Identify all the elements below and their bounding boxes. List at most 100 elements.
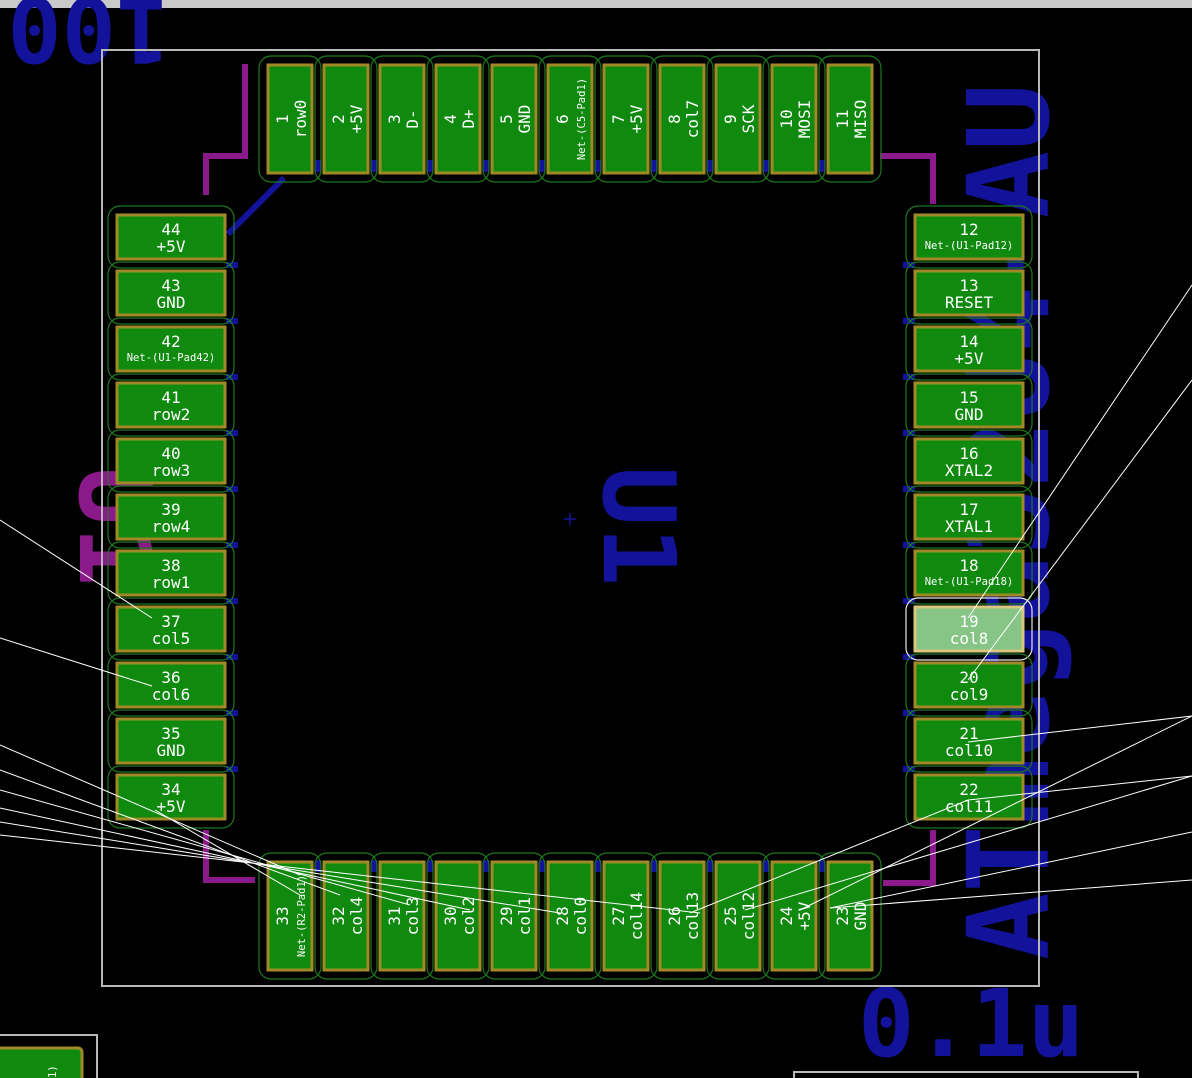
pad-number: 9: [721, 114, 740, 124]
pad-number: 25: [721, 906, 740, 925]
pin1-bevel: [225, 175, 287, 237]
pad-net-name: col11: [945, 797, 993, 816]
pad-net-name: +5V: [627, 104, 646, 133]
pad-number: 33: [273, 906, 292, 925]
pad-net-name: Net-(U1-Pad12): [925, 240, 1014, 252]
pad-net-name: +5V: [795, 901, 814, 930]
pad-net-name: Net-(R2-Pad1): [296, 875, 308, 957]
pad-number: 34: [161, 780, 180, 799]
pad-33[interactable]: 33 Net-(R2-Pad1): [258, 852, 322, 980]
pad-number: 32: [329, 906, 348, 925]
pad-number: 16: [959, 444, 978, 463]
pad-14[interactable]: 14+5V: [905, 317, 1033, 381]
silk-ref-center: U1: [580, 466, 697, 586]
pad-number: 22: [959, 780, 978, 799]
pad-number: 14: [959, 332, 978, 351]
pad-2[interactable]: 2+5V: [314, 55, 378, 183]
pad-net-name: col12: [739, 892, 758, 940]
pad-net-name: row4: [152, 517, 191, 536]
silk-version: 0.1u: [858, 970, 1084, 1078]
pad-number: 35: [161, 724, 180, 743]
pad-number: 4: [441, 114, 460, 124]
pad-7[interactable]: 7+5V: [594, 55, 658, 183]
pad-net-name: col5: [152, 629, 191, 648]
pad-net-name: col0: [571, 897, 590, 936]
pad-net-name: col13: [683, 892, 702, 940]
pad-net-name: +5V: [347, 104, 366, 133]
pad-number: 21: [959, 724, 978, 743]
fab-corner-marks: [203, 64, 936, 886]
pad-number: 39: [161, 500, 180, 519]
pad-number: 42: [161, 332, 180, 351]
pad-34[interactable]: 34+5V: [107, 765, 235, 829]
pad-net-name: GND: [955, 405, 984, 424]
pad-number: 18: [959, 556, 978, 575]
offboard-pad-bottom-left[interactable]: 1): [0, 1046, 84, 1078]
pad-number: 24: [777, 906, 796, 925]
pad-net-name: GND: [515, 105, 534, 134]
pad-net-name: row2: [152, 405, 191, 424]
pad-number: 8: [665, 114, 684, 124]
pad-net-name: col3: [403, 897, 422, 936]
pad-net-name: D-: [403, 109, 422, 128]
courtyard-outline: [101, 49, 1040, 987]
pad-net-name: GND: [851, 902, 870, 931]
neighbor-courtyard-bottom-left: [0, 1034, 98, 1078]
pad-number: 12: [959, 220, 978, 239]
pad-number: 3: [385, 114, 404, 124]
pad-net-name: D+: [459, 109, 478, 128]
pad-number: 44: [161, 220, 180, 239]
pad-net-name: Net-(U1-Pad42): [127, 352, 216, 364]
pad-net-name: +5V: [157, 237, 186, 256]
pad-number: 5: [497, 114, 516, 124]
pad-number: 38: [161, 556, 180, 575]
center-crosshair: [564, 513, 576, 525]
pad-net-name: XTAL2: [945, 461, 993, 480]
pad-net-name: GND: [157, 741, 186, 760]
pad-net-name: row1: [152, 573, 191, 592]
pad-number: 13: [959, 276, 978, 295]
pad-24[interactable]: 24+5V: [762, 852, 826, 980]
silk-tick-marks: [226, 160, 915, 872]
pad-number: 11: [833, 109, 852, 128]
pad-44[interactable]: 44+5V: [107, 205, 235, 269]
